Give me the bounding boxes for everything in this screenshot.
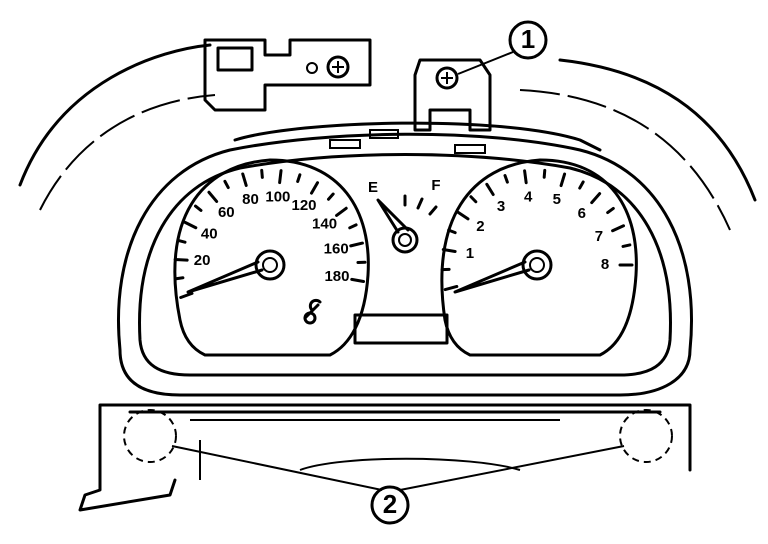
speedometer-tick-label: 60 xyxy=(218,204,235,221)
tachometer-tick xyxy=(559,172,567,188)
fuel-needle-hub xyxy=(391,226,419,254)
meter-lens xyxy=(138,153,672,377)
speed-needle xyxy=(186,260,264,294)
fuel-empty-label: E xyxy=(368,179,378,196)
lower-panel xyxy=(78,403,692,512)
tachometer: 123 4 567 8 xyxy=(440,158,638,357)
speedometer-tick xyxy=(183,220,198,230)
speedometer-tick xyxy=(260,168,264,179)
mount-screw xyxy=(435,66,459,90)
top-bracket xyxy=(203,38,372,112)
tachometer-tick xyxy=(611,224,626,233)
speedometer-tick xyxy=(176,238,187,244)
tachometer-tick-label: 8 xyxy=(601,256,609,273)
housing-slot xyxy=(329,139,361,149)
tachometer-tick xyxy=(443,284,459,292)
speedometer-tick-label: 20 xyxy=(194,252,211,269)
screw-cross-icon xyxy=(441,72,453,84)
speedometer-tick-label: 80 xyxy=(242,191,259,208)
tachometer-tick xyxy=(621,243,632,248)
bracket-hole xyxy=(306,62,318,74)
clip-left-dashed xyxy=(123,409,177,463)
tachometer-tick-label: 7 xyxy=(595,228,603,245)
speedometer-tick xyxy=(296,173,302,183)
callout-1-leader xyxy=(457,51,514,75)
dash-inner-arc xyxy=(39,94,216,211)
speedometer-tick xyxy=(350,277,366,283)
speedometer-tick-label: 160 xyxy=(324,240,349,257)
bracket-slot xyxy=(216,46,254,72)
speedometer-tick xyxy=(327,192,335,201)
speedometer-tick xyxy=(348,223,358,230)
dash-inner-arc-right xyxy=(519,89,731,231)
speedometer-tick xyxy=(174,276,185,281)
tach-needle-hub xyxy=(521,249,553,281)
speedometer-tick-label: 100 xyxy=(265,188,290,205)
housing-slot xyxy=(369,129,399,139)
fuel-gauge: E F xyxy=(368,177,441,254)
speedometer-tick-label: 140 xyxy=(312,215,337,232)
tachometer-tick xyxy=(469,195,478,204)
tachometer-tick xyxy=(578,180,585,190)
speedometer-tick-label: 180 xyxy=(324,268,349,285)
speedometer-tick xyxy=(173,257,189,262)
tachometer-tick-label: 4 xyxy=(524,189,533,206)
speedometer-tick xyxy=(278,169,283,185)
tachometer-tick-label: 2 xyxy=(476,218,484,235)
speedometer-tick xyxy=(223,179,230,190)
tachometer-tick-label: 5 xyxy=(553,191,561,208)
meter-housing-top xyxy=(233,121,602,152)
dash-outer-arc xyxy=(18,43,212,187)
fuel-needle xyxy=(376,198,410,234)
tachometer-tick xyxy=(503,174,509,184)
tachometer-tick-label: 1 xyxy=(466,245,474,262)
clip-right-dashed xyxy=(619,409,673,463)
speedometer-tick xyxy=(241,172,248,187)
dash-outer-arc-right xyxy=(558,58,757,202)
callout-2-label: 2 xyxy=(383,489,397,519)
meter-housing xyxy=(117,132,693,397)
callout-2-leader-left xyxy=(171,445,383,491)
speedometer-tick xyxy=(193,204,203,212)
tachometer-tick xyxy=(441,248,457,253)
speed-needle-hub xyxy=(254,249,286,281)
speedometer-tick xyxy=(179,291,194,299)
speedometer-tick xyxy=(207,190,219,203)
speedometer-tick-label: 120 xyxy=(291,197,316,214)
tachometer-tick xyxy=(456,210,470,221)
tachometer-tick-label: 3 xyxy=(497,198,505,215)
lower-panel-inner xyxy=(190,419,560,480)
tachometer-tick xyxy=(447,228,457,235)
callout-2-circle xyxy=(370,485,410,525)
fuel-ticks xyxy=(403,194,438,216)
odometer-display xyxy=(353,313,449,345)
screw-cross-icon xyxy=(332,61,344,73)
bracket-screw xyxy=(326,55,350,79)
callout-2-leader-right xyxy=(399,445,625,491)
callout-1-label: 1 xyxy=(521,24,535,54)
tachometer-tick xyxy=(606,206,615,215)
tachometer-tick xyxy=(542,168,547,179)
speedometer-tick-label: 40 xyxy=(201,225,218,242)
tach-needle xyxy=(453,260,531,294)
speedometer-tick xyxy=(335,206,348,217)
speedometer-tick xyxy=(349,241,364,248)
callout-1-circle xyxy=(508,20,548,60)
tachometer-tick xyxy=(523,169,528,185)
housing-slot xyxy=(454,144,486,154)
tachometer-tick xyxy=(485,182,495,197)
trip-reset-knob-icon xyxy=(303,298,322,320)
screw-mount xyxy=(413,58,492,132)
speedometer-tick xyxy=(310,181,319,195)
tachometer-tick xyxy=(590,192,602,205)
fuel-full-label: F xyxy=(431,177,440,194)
tachometer-tick-label: 6 xyxy=(578,205,586,222)
